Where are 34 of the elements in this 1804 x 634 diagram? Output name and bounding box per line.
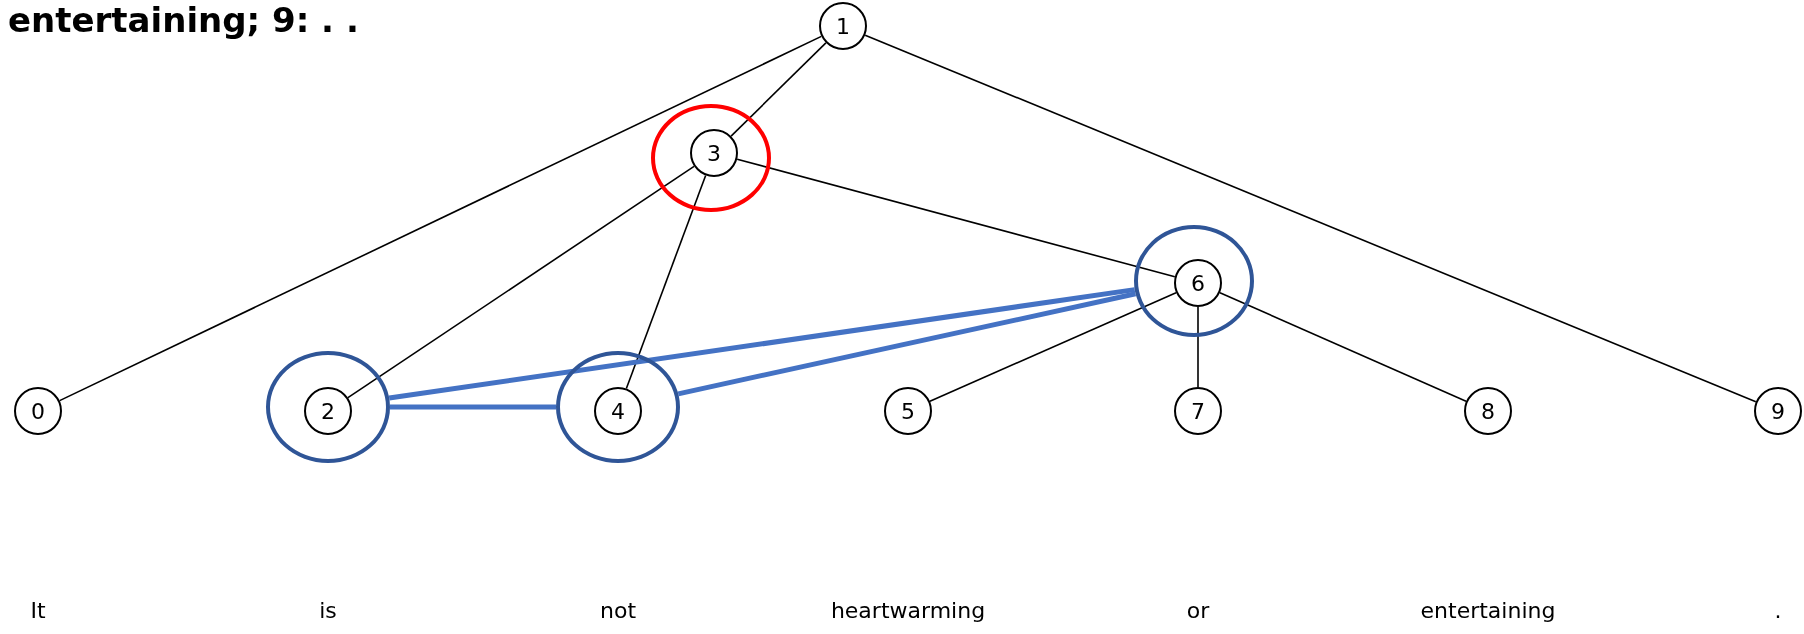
tree-node: 8 (1464, 387, 1512, 435)
word-label: . (1774, 598, 1782, 623)
highlight-ellipse (556, 351, 680, 463)
title-text: entertaining; 9: . . (8, 0, 359, 40)
highlight-link (677, 291, 1137, 397)
word-label: is (319, 598, 337, 623)
tree-node: 5 (884, 387, 932, 435)
tree-node: 6 (1174, 259, 1222, 307)
tree-node: 9 (1754, 387, 1802, 435)
tree-edge (730, 42, 827, 137)
tree-edge (1197, 306, 1199, 388)
highlight-ellipse (651, 104, 771, 212)
word-label: It (30, 598, 46, 623)
word-label: heartwarming (830, 598, 986, 623)
word-label: entertaining (1420, 598, 1556, 623)
tree-edge (864, 34, 1757, 403)
highlight-ellipse (1134, 225, 1254, 337)
tree-node: 7 (1174, 387, 1222, 435)
highlight-link (390, 404, 556, 410)
tree-edge (736, 158, 1176, 278)
highlight-link (388, 287, 1136, 401)
word-label: not (600, 598, 636, 623)
tree-edge (929, 291, 1177, 403)
word-label: or (1186, 598, 1210, 623)
highlight-ellipse (266, 351, 390, 463)
tree-node: 0 (14, 387, 62, 435)
tree-node: 4 (594, 387, 642, 435)
tree-edge (347, 165, 695, 399)
tree-node: 1 (819, 2, 867, 50)
tree-edge (58, 35, 823, 402)
tree-node: 3 (690, 129, 738, 177)
tree-edge (625, 174, 707, 390)
tree-node: 2 (304, 387, 352, 435)
tree-edge (1219, 291, 1467, 403)
